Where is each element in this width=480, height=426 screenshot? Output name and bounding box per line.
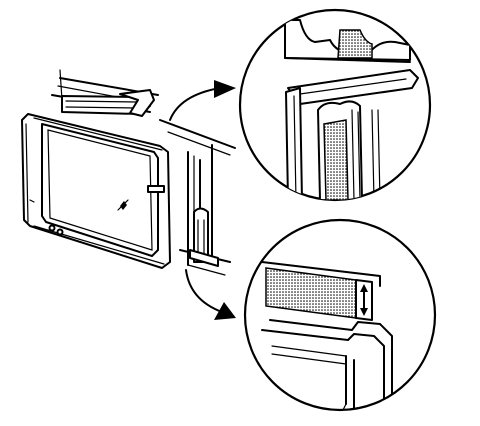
lower-channel-detail [243, 218, 437, 412]
window-weatherstrip [61, 89, 155, 117]
arrow-to-lower-detail [185, 269, 236, 320]
arrow-to-upper-detail [169, 80, 236, 121]
window-glass-frame [21, 113, 171, 269]
side-channel [189, 207, 219, 267]
upper-corner-detail [238, 8, 432, 202]
